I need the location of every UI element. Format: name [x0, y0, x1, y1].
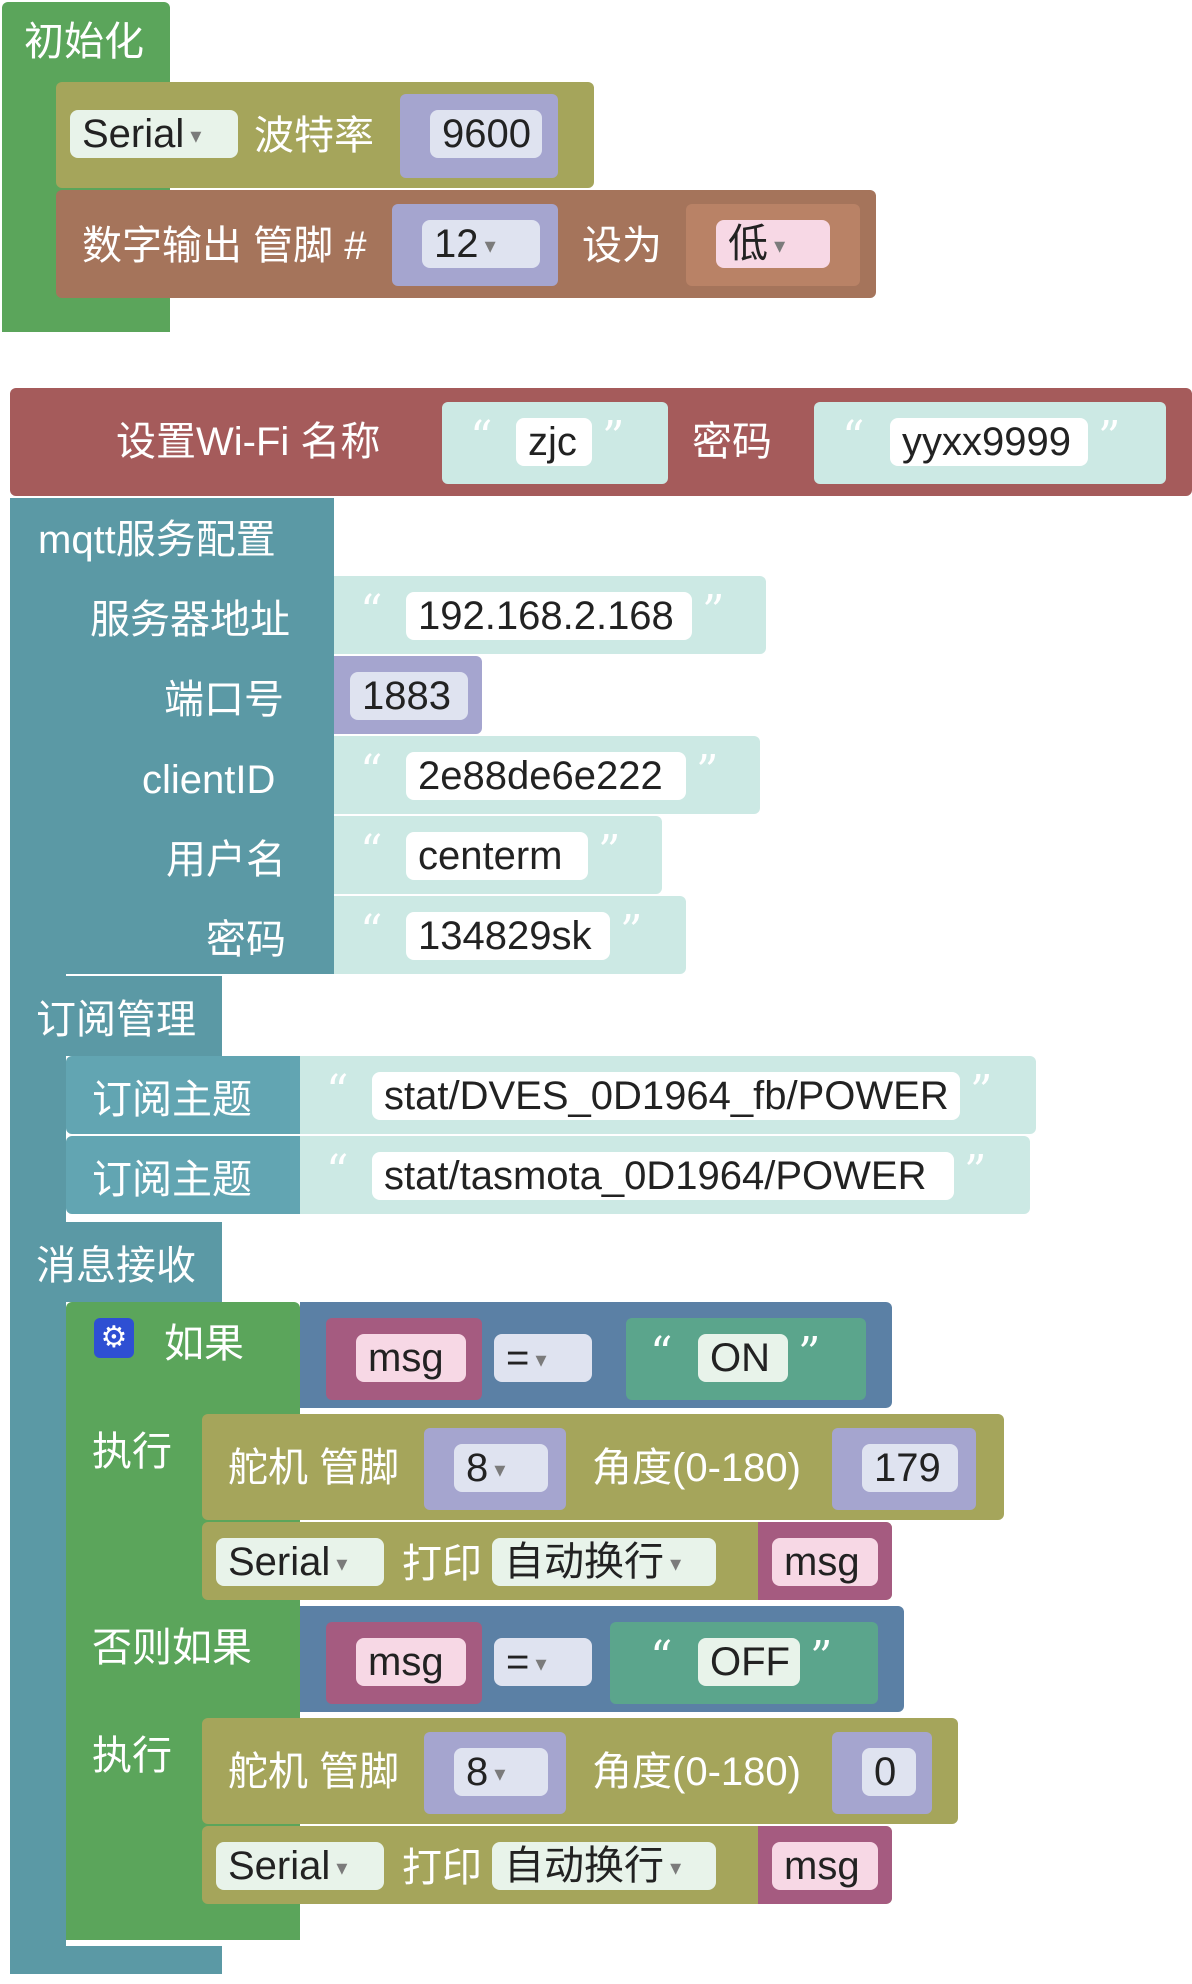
newline-mode-dropdown[interactable]: 自动换行 [492, 1842, 716, 1890]
username-label: 用户名 [166, 838, 286, 882]
close-quote-icon: ” [702, 586, 725, 637]
client-id-label: clientID [142, 758, 276, 802]
variable-field[interactable]: msg [356, 1334, 466, 1382]
mqtt-config-block[interactable] [10, 498, 334, 974]
close-quote-icon: ” [810, 1632, 833, 1683]
receive-section[interactable] [10, 1222, 222, 1302]
angle-input[interactable]: 179 [862, 1444, 958, 1492]
close-quote-icon: ” [964, 1146, 987, 1197]
servo-label: 舵机 管脚 [228, 1750, 400, 1794]
level-dropdown[interactable]: 低 [716, 220, 830, 268]
open-quote-icon: “ [650, 1328, 673, 1379]
open-quote-icon: “ [326, 1066, 349, 1117]
serial-port-dropdown[interactable]: Serial [70, 110, 238, 158]
servo-pin-dropdown[interactable]: 8 [454, 1748, 548, 1796]
gear-icon[interactable]: ⚙ [94, 1318, 134, 1358]
username-input[interactable]: centerm [406, 832, 588, 880]
server-input[interactable]: 192.168.2.168 [406, 592, 692, 640]
close-quote-icon: ” [970, 1066, 993, 1117]
setup-title: 初始化 [24, 20, 144, 64]
do-label: 执行 [92, 1430, 172, 1474]
print-label: 打印 [402, 1542, 482, 1586]
string-input[interactable]: OFF [698, 1638, 800, 1686]
topic-input[interactable]: stat/DVES_0D1964_fb/POWER [372, 1072, 960, 1120]
close-quote-icon: ” [602, 412, 625, 463]
angle-input[interactable]: 0 [862, 1748, 916, 1796]
password-label: 密码 [692, 420, 772, 464]
open-quote-icon: “ [842, 412, 865, 463]
variable-field[interactable]: msg [356, 1638, 466, 1686]
serial-port-dropdown[interactable]: Serial [216, 1842, 384, 1890]
variable-field[interactable]: msg [772, 1842, 878, 1890]
wifi-label: 设置Wi-Fi 名称 [116, 420, 381, 464]
close-quote-icon: ” [620, 906, 643, 957]
port-input[interactable]: 1883 [350, 672, 468, 720]
client-id-input[interactable]: 2e88de6e222 [406, 752, 686, 800]
mqtt-password-label: 密码 [206, 918, 286, 962]
subscribe-title: 订阅管理 [36, 998, 196, 1042]
serial-port-dropdown[interactable]: Serial [216, 1538, 384, 1586]
servo-label: 舵机 管脚 [228, 1446, 400, 1490]
open-quote-icon: “ [360, 746, 383, 797]
subscribe-section[interactable] [10, 976, 222, 1056]
close-quote-icon: ” [696, 746, 719, 797]
servo-pin-dropdown[interactable]: 8 [454, 1444, 548, 1492]
angle-label: 角度(0-180) [592, 1750, 801, 1794]
if-label: 如果 [164, 1322, 244, 1366]
open-quote-icon: “ [326, 1146, 349, 1197]
subscribe-topic-block[interactable] [66, 1136, 300, 1214]
server-label: 服务器地址 [90, 598, 290, 642]
ssid-input[interactable]: zjc [516, 418, 592, 466]
open-quote-icon: “ [360, 586, 383, 637]
open-quote-icon: “ [360, 906, 383, 957]
wifi-password-input[interactable]: yyxx9999 [890, 418, 1088, 466]
angle-label: 角度(0-180) [592, 1446, 801, 1490]
if-block-footer [66, 1912, 300, 1940]
print-label: 打印 [402, 1846, 482, 1890]
open-quote-icon: “ [470, 412, 493, 463]
variable-field[interactable]: msg [772, 1538, 878, 1586]
mqtt-title: mqtt服务配置 [38, 518, 276, 562]
mqtt-block-bottom [10, 1946, 222, 1974]
subscribe-topic-label: 订阅主题 [92, 1158, 252, 1202]
operator-dropdown[interactable]: = [494, 1334, 592, 1382]
set-label: 设为 [582, 224, 662, 268]
port-label: 端口号 [164, 678, 284, 722]
newline-mode-dropdown[interactable]: 自动换行 [492, 1538, 716, 1586]
string-input[interactable]: ON [698, 1334, 788, 1382]
open-quote-icon: “ [650, 1632, 673, 1683]
digital-write-label: 数字输出 管脚 # [82, 224, 367, 268]
close-quote-icon: ” [598, 826, 621, 877]
operator-dropdown[interactable]: = [494, 1638, 592, 1686]
receive-title: 消息接收 [36, 1244, 196, 1288]
else-if-label: 否则如果 [92, 1626, 252, 1670]
baud-label: 波特率 [254, 114, 374, 158]
open-quote-icon: “ [360, 826, 383, 877]
subscribe-topic-block[interactable] [66, 1056, 300, 1134]
baud-input[interactable]: 9600 [430, 110, 542, 158]
mqtt-password-input[interactable]: 134829sk [406, 912, 610, 960]
pin-dropdown[interactable]: 12 [422, 220, 540, 268]
topic-input[interactable]: stat/tasmota_0D1964/POWER [372, 1152, 954, 1200]
do-label: 执行 [92, 1734, 172, 1778]
subscribe-topic-label: 订阅主题 [92, 1078, 252, 1122]
close-quote-icon: ” [1098, 412, 1121, 463]
close-quote-icon: ” [798, 1328, 821, 1379]
